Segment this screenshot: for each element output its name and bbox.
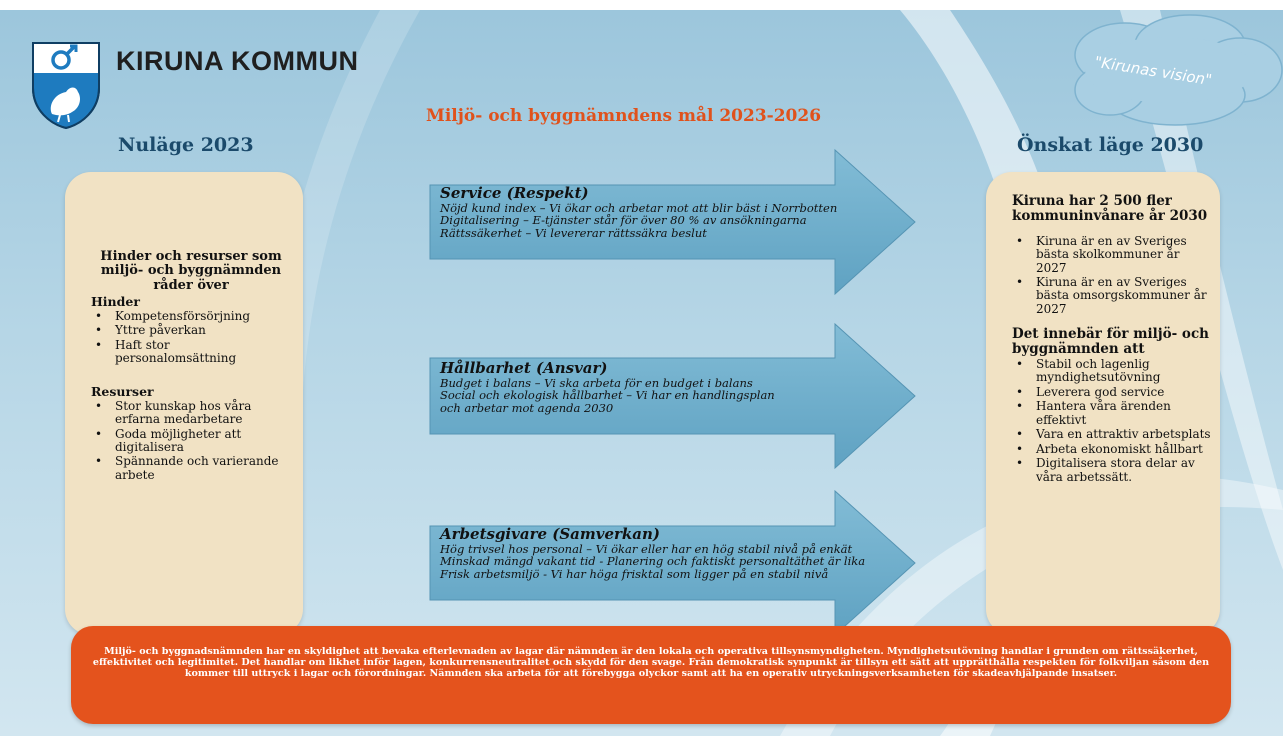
arrow-service-text: Service (Respekt) Nöjd kund index – Vi ö… <box>440 185 837 240</box>
current-state-content: Hinder och resurser som miljö- och byggn… <box>91 249 291 483</box>
arrow-line: Digitalisering – E-tjänster står för öve… <box>440 213 807 228</box>
left-heading: Nuläge 2023 <box>118 134 254 156</box>
arrow-line: Minskad mängd vakant tid - Planering och… <box>440 554 866 569</box>
list-item: Kompetensförsörjning <box>91 309 291 324</box>
desired-state-content: Kiruna har 2 500 fler kommuninvånare år … <box>1012 194 1212 485</box>
vision-cloud <box>1074 14 1283 126</box>
right-heading: Önskat läge 2030 <box>1017 134 1204 156</box>
list-item: Vara en attraktiv arbetsplats <box>1012 427 1212 442</box>
list-item: Spännande och varierande arbete <box>91 455 291 482</box>
arrow-arbetsgivare-title: Arbetsgivare (Samverkan) <box>440 525 661 543</box>
resurser-list: Stor kunskap hos våra erfarna medarbetar… <box>91 399 291 483</box>
arrow-hallbarhet <box>429 322 916 470</box>
vision-list: Kiruna är en av Sveriges bästa skolkommu… <box>1012 234 1212 317</box>
arrow-hallbarhet-title: Hållbarhet (Ansvar) <box>440 359 608 377</box>
desired-state-box: Kiruna har 2 500 fler kommuninvånare år … <box>986 172 1220 635</box>
arrow-line: Budget i balans – Vi ska arbeta för en b… <box>440 375 753 390</box>
desired-state-title: Kiruna har 2 500 fler kommuninvånare år … <box>1012 193 1208 224</box>
list-item: Stabil och lagenlig myndighetsutövning <box>1012 357 1212 385</box>
current-state-title: Hinder och resurser som miljö- och byggn… <box>100 249 282 293</box>
list-item: Arbeta ekonomiskt hållbart <box>1012 442 1212 457</box>
slide: KIRUNA KOMMUN "Kirunas vision" Miljö- oc… <box>0 10 1283 736</box>
arrow-arbetsgivare-text: Arbetsgivare (Samverkan) Hög trivsel hos… <box>440 526 865 581</box>
bottom-banner-text: Miljö- och byggnadsnämnden har en skyldi… <box>92 646 1210 679</box>
goal-arrows <box>429 148 916 637</box>
arrow-hallbarhet-text: Hållbarhet (Ansvar) Budget i balans – Vi… <box>440 360 775 415</box>
arrow-line: Nöjd kund index – Vi ökar och arbetar mo… <box>440 200 838 215</box>
arrow-service-title: Service (Respekt) <box>440 184 589 202</box>
arrow-line: Social och ekologisk hållbarhet – Vi har… <box>440 388 775 403</box>
arrow-line: Rättssäkerhet – Vi levererar rättssäkra … <box>440 226 707 241</box>
list-item: Yttre påverkan <box>91 323 291 338</box>
list-item: Leverera god service <box>1012 385 1212 400</box>
list-item: Goda möjligheter att digitalisera <box>91 427 291 455</box>
desired-state-subtitle: Det innebär för miljö- och byggnämnden a… <box>1012 326 1209 358</box>
arrow-arbetsgivare <box>429 489 916 637</box>
list-item: Digitalisera stora delar av våra arbetss… <box>1012 456 1212 484</box>
bottom-banner: Miljö- och byggnadsnämnden har en skyldi… <box>71 626 1231 724</box>
list-item: Hantera våra ärenden effektivt <box>1012 400 1212 427</box>
list-item: Stor kunskap hos våra erfarna medarbetar… <box>91 399 291 427</box>
arrow-service <box>429 148 916 296</box>
arrow-line: Frisk arbetsmiljö - Vi har höga frisktal… <box>440 567 829 582</box>
kiruna-shield-logo <box>32 42 100 130</box>
list-item: Haft stor personalomsättning <box>91 338 291 366</box>
resurser-heading: Resurser <box>91 383 154 399</box>
brand-name: KIRUNA KOMMUN <box>116 46 359 76</box>
arrow-line: Hög trivsel hos personal – Vi ökar eller… <box>440 541 853 556</box>
arrow-line: och arbetar mot agenda 2030 <box>440 401 614 416</box>
list-item: Kiruna är en av Sveriges bästa skolkommu… <box>1012 234 1212 275</box>
hinder-list: Kompetensförsörjning Yttre påverkan Haft… <box>91 309 291 366</box>
current-state-box: Hinder och resurser som miljö- och byggn… <box>65 172 303 635</box>
center-title: Miljö- och byggnämndens mål 2023-2026 <box>426 106 822 126</box>
list-item: Kiruna är en av Sveriges bästa omsorgsko… <box>1012 275 1212 316</box>
implication-list: Stabil och lagenlig myndighetsutövning L… <box>1012 357 1212 484</box>
hinder-heading: Hinder <box>91 293 140 309</box>
